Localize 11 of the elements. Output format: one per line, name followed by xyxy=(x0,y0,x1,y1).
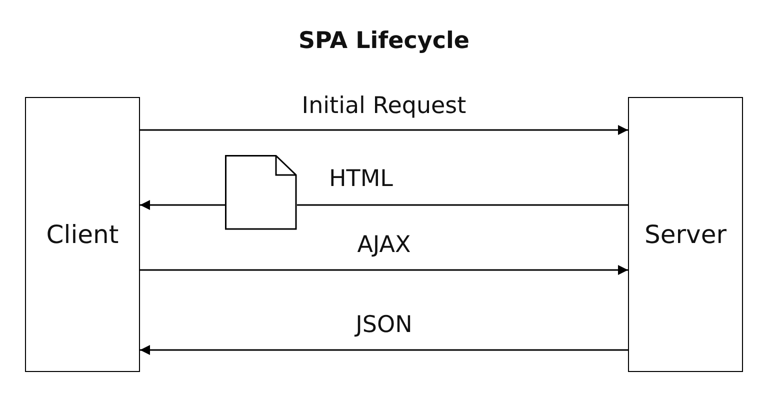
arrow xyxy=(140,265,628,275)
participant-box xyxy=(628,97,743,372)
document-icon xyxy=(225,155,297,230)
arrow xyxy=(140,125,628,135)
participant-label: Server xyxy=(644,220,726,249)
participant-label: Client xyxy=(46,220,119,249)
arrow xyxy=(140,345,628,355)
diagram-title: SPA Lifecycle xyxy=(297,28,470,54)
arrow xyxy=(140,200,225,210)
edge-label: AJAX xyxy=(355,233,413,258)
participant-box xyxy=(25,97,140,372)
